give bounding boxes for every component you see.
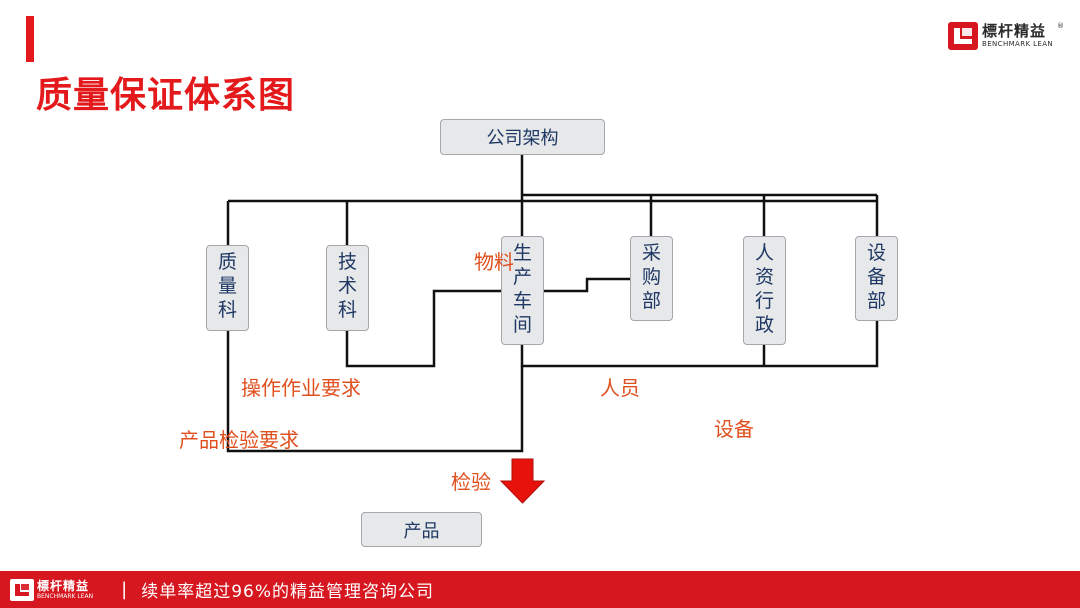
flow-label-inspection: 检验 bbox=[451, 470, 491, 494]
node-hr: 人 资 行 政 bbox=[743, 236, 786, 345]
flow-label-operation-requirements: 操作作业要求 bbox=[241, 376, 361, 400]
node-tech: 技 术 科 bbox=[326, 245, 369, 331]
benchmark-lean-logo-icon bbox=[10, 578, 34, 601]
node-company: 公司架构 bbox=[440, 119, 605, 155]
node-equipment: 设 备 部 bbox=[855, 236, 898, 321]
benchmark-lean-logo-icon bbox=[948, 22, 978, 50]
node-product: 产品 bbox=[361, 512, 482, 547]
flow-label-inspection-requirements: 产品检验要求 bbox=[179, 428, 299, 452]
footer-logo: 標杆精益 BENCHMARK LEAN bbox=[10, 578, 94, 601]
page-title: 质量保证体系图 bbox=[36, 74, 296, 116]
brand-logo: 標杆精益 BENCHMARK LEAN bbox=[948, 22, 1053, 50]
footer-bar: 標杆精益 BENCHMARK LEAN | 续单率超过96%的精益管理咨询公司 bbox=[0, 571, 1080, 608]
operation-requirements-path bbox=[345, 289, 502, 368]
footer-slogan: 续单率超过96%的精益管理咨询公司 bbox=[141, 582, 434, 602]
registered-mark: ® bbox=[1057, 22, 1064, 30]
personnel-equipment-path bbox=[520, 321, 879, 368]
logo-name: 標杆精益 bbox=[982, 22, 1047, 40]
flow-label-equipment: 设备 bbox=[714, 417, 754, 441]
flow-label-personnel: 人员 bbox=[600, 376, 640, 400]
down-arrow-icon bbox=[500, 458, 545, 504]
footer-logo-name: 標杆精益 bbox=[37, 578, 90, 593]
flow-label-materials: 物料 bbox=[474, 250, 514, 274]
node-quality: 质 量 科 bbox=[206, 245, 249, 331]
footer-separator: | bbox=[121, 579, 128, 600]
footer-logo-subtitle: BENCHMARK LEAN bbox=[37, 592, 94, 600]
logo-subtitle: BENCHMARK LEAN bbox=[982, 40, 1054, 48]
title-accent-bar bbox=[26, 16, 34, 62]
materials-path bbox=[543, 277, 631, 293]
inspection-requirements-path bbox=[226, 331, 524, 453]
node-production: 生 产 车 间 bbox=[501, 236, 544, 345]
node-purchasing: 采 购 部 bbox=[630, 236, 673, 321]
